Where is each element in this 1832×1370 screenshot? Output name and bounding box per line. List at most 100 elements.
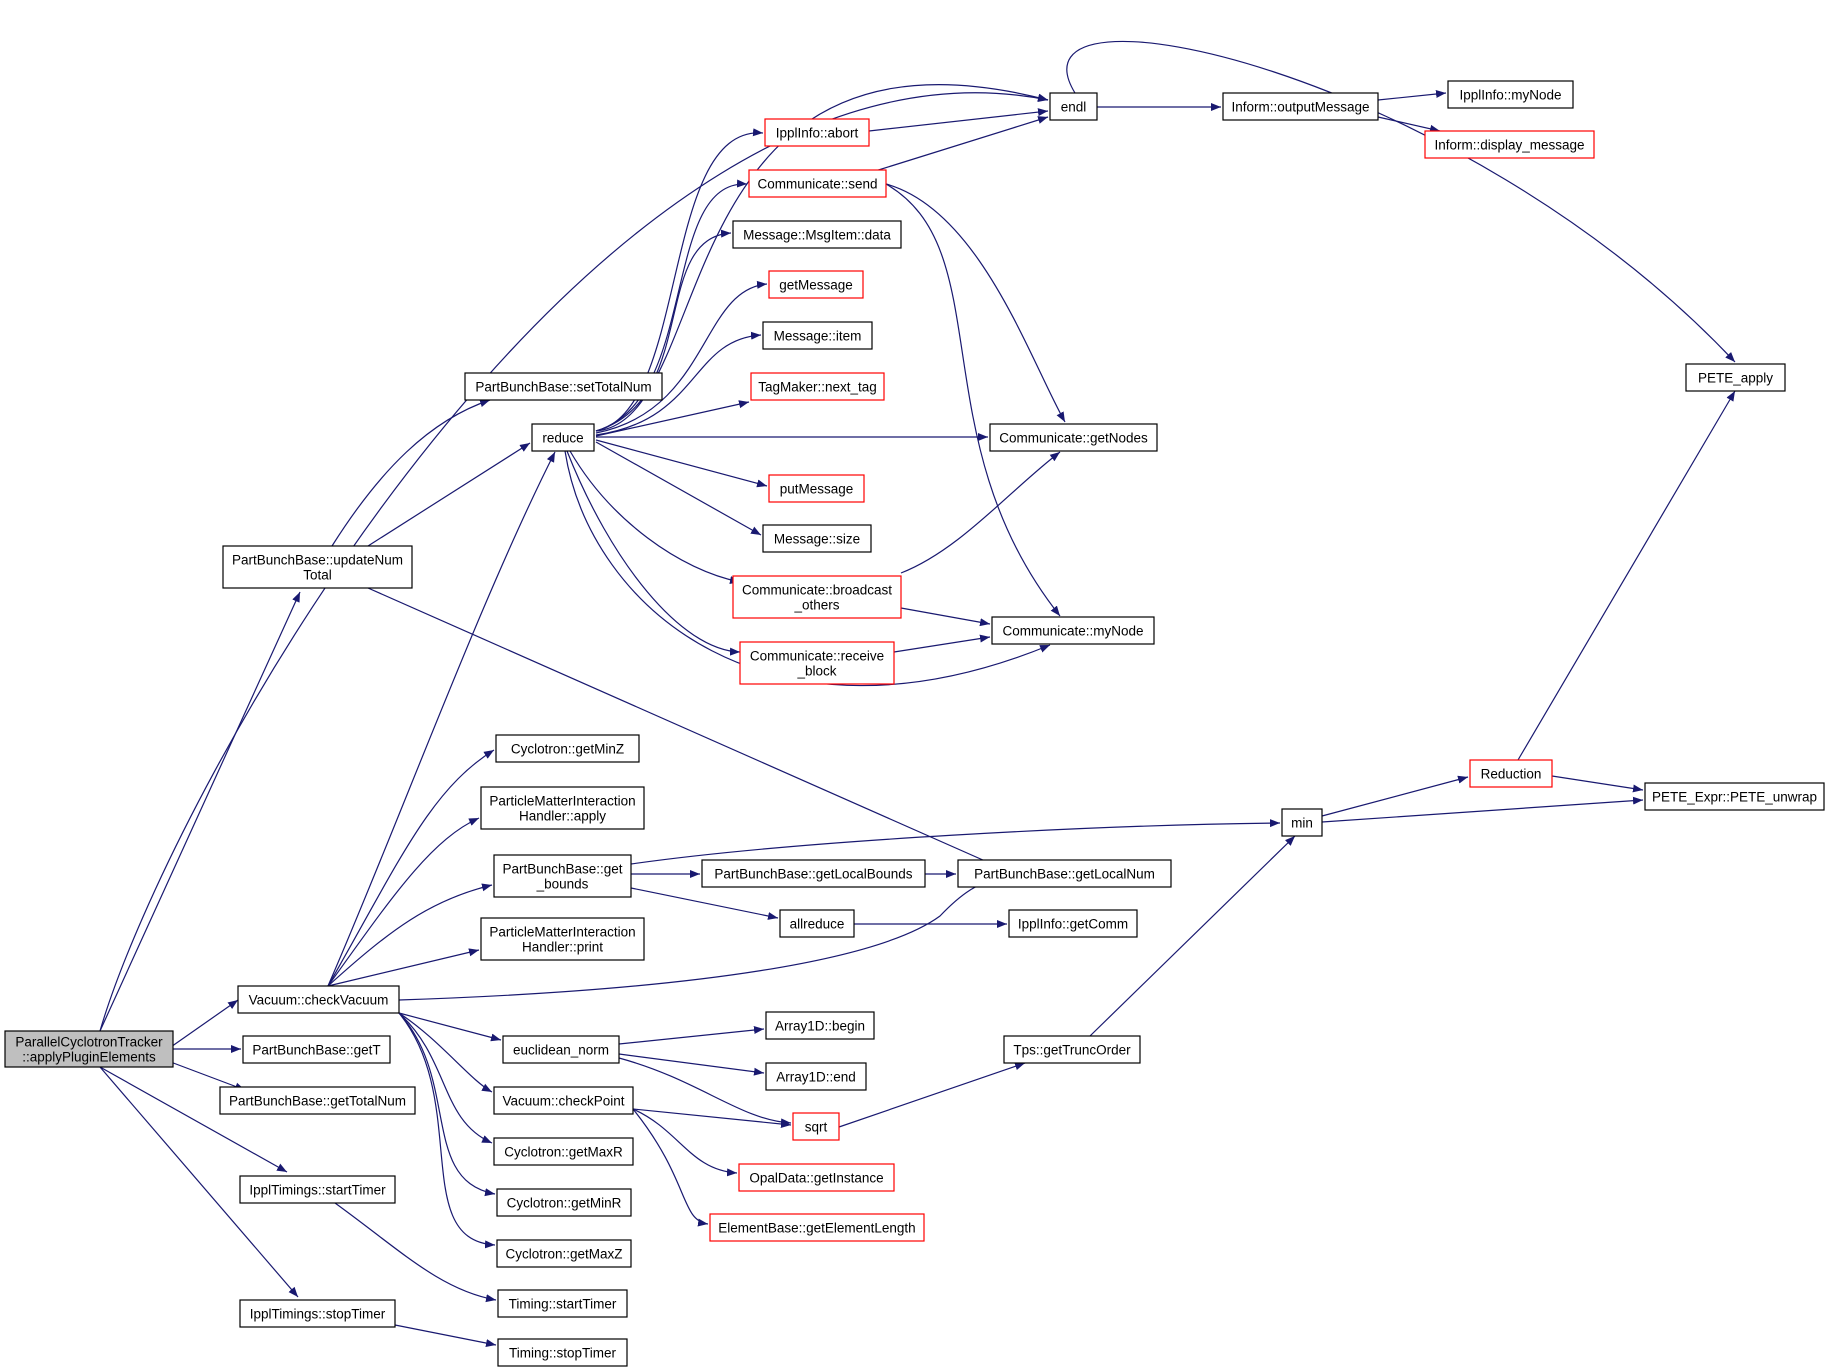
node-start-timer-ippl[interactable]: IpplTimings::startTimer (239, 1175, 396, 1204)
call-edge (900, 451, 1061, 574)
node-cyc-get-max-z[interactable]: Cyclotron::getMaxZ (496, 1239, 632, 1268)
node-euclidean-norm[interactable]: euclidean_norm (502, 1035, 620, 1064)
node-box (750, 372, 885, 401)
node-timing-stop[interactable]: Timing::stopTimer (497, 1338, 628, 1367)
node-label: ParticleMatterInteraction (489, 925, 635, 940)
node-label: _others (793, 598, 839, 613)
node-label: Total (303, 568, 332, 583)
node-allreduce[interactable]: allreduce (779, 909, 855, 938)
node-get-local-num[interactable]: PartBunchBase::getLocalNum (957, 859, 1172, 888)
call-edge (334, 1202, 497, 1303)
node-box (765, 1062, 867, 1091)
node-comm-my-node[interactable]: Communicate::myNode (991, 616, 1155, 645)
node-next-tag[interactable]: TagMaker::next_tag (750, 372, 885, 401)
node-label: reduce (542, 431, 583, 446)
node-box (1008, 909, 1138, 938)
node-box (496, 1188, 632, 1217)
node-reduce[interactable]: reduce (531, 423, 595, 452)
node-label: IpplTimings::startTimer (249, 1183, 386, 1198)
node-msg-size[interactable]: Message::size (762, 524, 872, 553)
node-box (1447, 80, 1574, 109)
node-box (493, 854, 632, 898)
call-edge (398, 876, 1001, 1001)
node-label: Tps::getTruncOrder (1013, 1043, 1131, 1058)
node-box (764, 118, 870, 147)
node-receive[interactable]: Communicate::receive_block (739, 641, 895, 685)
node-get-element-length[interactable]: ElementBase::getElementLength (709, 1213, 925, 1242)
node-sqrt[interactable]: sqrt (792, 1112, 840, 1141)
node-display-message[interactable]: Inform::display_message (1424, 130, 1595, 159)
node-box (531, 423, 595, 452)
call-edge (569, 450, 741, 584)
node-timing-start[interactable]: Timing::startTimer (497, 1289, 628, 1318)
node-box (502, 1035, 620, 1064)
node-label: _bounds (536, 877, 589, 892)
node-msg-data[interactable]: Message::MsgItem::data (732, 220, 902, 249)
node-output-message[interactable]: Inform::outputMessage (1222, 92, 1379, 121)
node-get-total-num[interactable]: PartBunchBase::getTotalNum (219, 1086, 416, 1115)
node-arr-begin[interactable]: Array1D::begin (765, 1011, 875, 1040)
node-reduction[interactable]: Reduction (1469, 759, 1553, 788)
node-box (237, 985, 400, 1014)
node-broadcast[interactable]: Communicate::broadcast_others (732, 575, 902, 619)
node-get-comm[interactable]: IpplInfo::getComm (1008, 909, 1138, 938)
call-edge (167, 999, 239, 1050)
node-get-message[interactable]: getMessage (768, 270, 864, 299)
node-check-vacuum[interactable]: Vacuum::checkVacuum (237, 985, 400, 1014)
node-arr-end[interactable]: Array1D::end (765, 1062, 867, 1091)
call-edge (398, 1012, 493, 1144)
node-check-point[interactable]: Vacuum::checkPoint (493, 1086, 634, 1115)
node-label: Inform::display_message (1434, 138, 1584, 153)
node-cyc-get-min-z[interactable]: Cyclotron::getMinZ (495, 734, 640, 763)
node-label: Cyclotron::getMaxZ (505, 1247, 622, 1262)
node-label: _block (796, 664, 836, 679)
node-label: Communicate::receive (750, 649, 884, 664)
node-get-t[interactable]: PartBunchBase::getT (242, 1035, 391, 1064)
node-abort[interactable]: IpplInfo::abort (764, 118, 870, 147)
node-endl[interactable]: endl (1049, 92, 1098, 121)
node-get-local-bounds[interactable]: PartBunchBase::getLocalBounds (701, 859, 926, 888)
node-box (1644, 782, 1825, 811)
node-label: PartBunchBase::setTotalNum (475, 380, 651, 395)
call-edge (595, 331, 762, 436)
call-edge (595, 179, 748, 432)
node-box (1003, 1035, 1141, 1064)
call-edge (871, 116, 1049, 173)
node-cyc-get-min-r[interactable]: Cyclotron::getMinR (496, 1188, 632, 1217)
node-min[interactable]: min (1281, 808, 1323, 837)
node-opal-get-instance[interactable]: OpalData::getInstance (738, 1163, 895, 1192)
node-box (239, 1175, 396, 1204)
node-box (495, 734, 640, 763)
node-label: OpalData::getInstance (749, 1171, 883, 1186)
call-edge (595, 229, 732, 432)
node-set-total-num[interactable]: PartBunchBase::setTotalNum (464, 372, 663, 401)
node-label: allreduce (790, 917, 845, 932)
node-box (739, 641, 895, 685)
node-get-trunc-order[interactable]: Tps::getTruncOrder (1003, 1035, 1141, 1064)
call-edge (1066, 40, 1736, 363)
node-label: Array1D::end (776, 1070, 856, 1085)
call-edge (632, 1108, 792, 1128)
call-edge (398, 1012, 502, 1042)
node-send[interactable]: Communicate::send (748, 169, 887, 198)
node-root[interactable]: ParallelCyclotronTracker::applyPluginEle… (4, 1030, 174, 1068)
call-edge (1089, 835, 1296, 1037)
node-get-bounds[interactable]: PartBunchBase::get_bounds (493, 854, 632, 898)
node-box (480, 917, 645, 961)
node-label: Cyclotron::getMinR (507, 1196, 622, 1211)
node-box (957, 859, 1172, 888)
node-put-message[interactable]: putMessage (768, 474, 865, 503)
node-get-nodes[interactable]: Communicate::getNodes (989, 423, 1158, 452)
node-stop-timer-ippl[interactable]: IpplTimings::stopTimer (239, 1299, 396, 1328)
node-label: Message::item (774, 329, 862, 344)
node-pete-unwrap[interactable]: PETE_Expr::PETE_unwrap (1644, 782, 1825, 811)
node-ippl-my-node[interactable]: IpplInfo::myNode (1447, 80, 1574, 109)
node-msg-item[interactable]: Message::item (762, 321, 873, 350)
call-edge (327, 749, 495, 987)
node-cyc-get-max-r[interactable]: Cyclotron::getMaxR (493, 1137, 634, 1166)
node-box (701, 859, 926, 888)
node-pete-apply[interactable]: PETE_apply (1685, 363, 1786, 392)
